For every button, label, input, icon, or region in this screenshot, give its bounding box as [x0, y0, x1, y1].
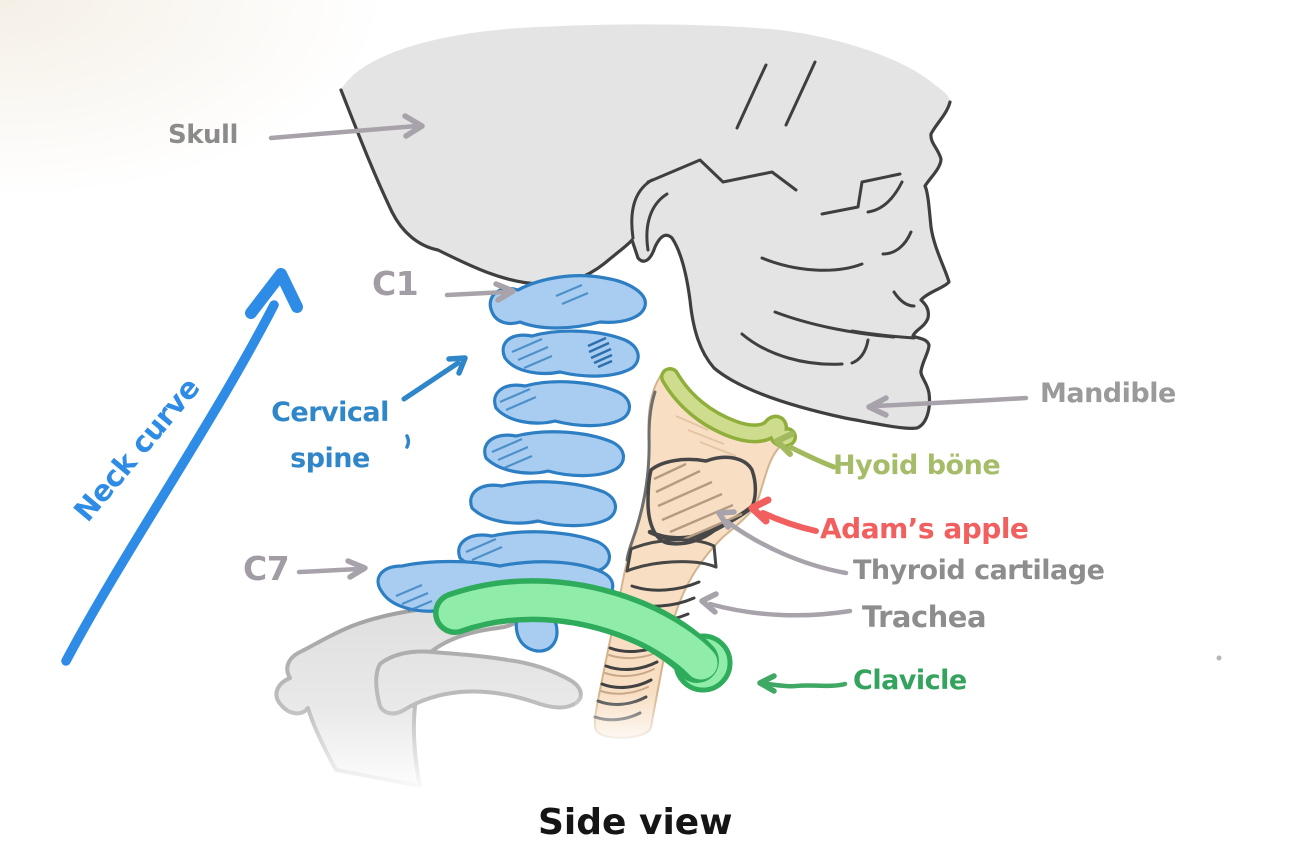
skull-suture-lines: [630, 60, 916, 366]
larynx-light-hatching: [675, 415, 737, 457]
clavicle-pointer-arrow: [757, 673, 848, 694]
label-adams-apple: Adam’s apple: [820, 512, 1029, 545]
stray-mark: [405, 434, 411, 449]
label-c1: C1: [372, 264, 419, 303]
neck-curve-arrow: [61, 268, 303, 666]
shoulder-bones-shape: [274, 601, 583, 788]
label-mandible: Mandible: [1040, 378, 1176, 409]
cartilage-hatching: [653, 462, 743, 542]
trachea-fade: [575, 695, 667, 748]
cervical-spine-shape: [376, 274, 647, 653]
vertebra-scribble: [587, 336, 613, 369]
larynx-left-edge: [625, 390, 657, 562]
c1-pointer-arrow: [444, 281, 516, 303]
vertebra-hatching: [395, 283, 589, 613]
hyoid-pointer-arrow: [774, 431, 837, 470]
view-title: Side view: [538, 802, 733, 843]
c7-pointer-arrow: [296, 558, 368, 580]
hyoid-bone-shape: [660, 367, 797, 448]
label-hyoid-bone: Hyoid böne: [833, 450, 1001, 481]
cricoid-ring: [625, 538, 718, 573]
label-c7: C7: [243, 549, 290, 588]
label-cervical-spine: Cervical spine: [250, 390, 410, 482]
thyroid-pointer-arrow: [716, 509, 849, 576]
label-cervical-line2: spine: [290, 443, 370, 474]
adams-apple-pointer-arrow: [748, 496, 819, 534]
label-thyroid-cartilage: Thyroid cartilage: [853, 555, 1105, 586]
mandible-pointer-arrow: [866, 395, 1029, 418]
label-clavicle: Clavicle: [853, 665, 967, 696]
trachea-pointer-arrow: [699, 591, 853, 618]
pointer-arrows: [268, 113, 1222, 694]
label-trachea: Trachea: [862, 600, 987, 634]
label-skull: Skull: [168, 120, 238, 150]
label-cervical-line1: Cervical: [271, 397, 389, 428]
clavicle-shape: [433, 578, 733, 693]
stray-dot: [1216, 655, 1222, 661]
cervical-pointer-arrow: [401, 355, 468, 402]
skull-pointer-arrow: [268, 113, 425, 141]
skull-shape: [339, 24, 952, 430]
